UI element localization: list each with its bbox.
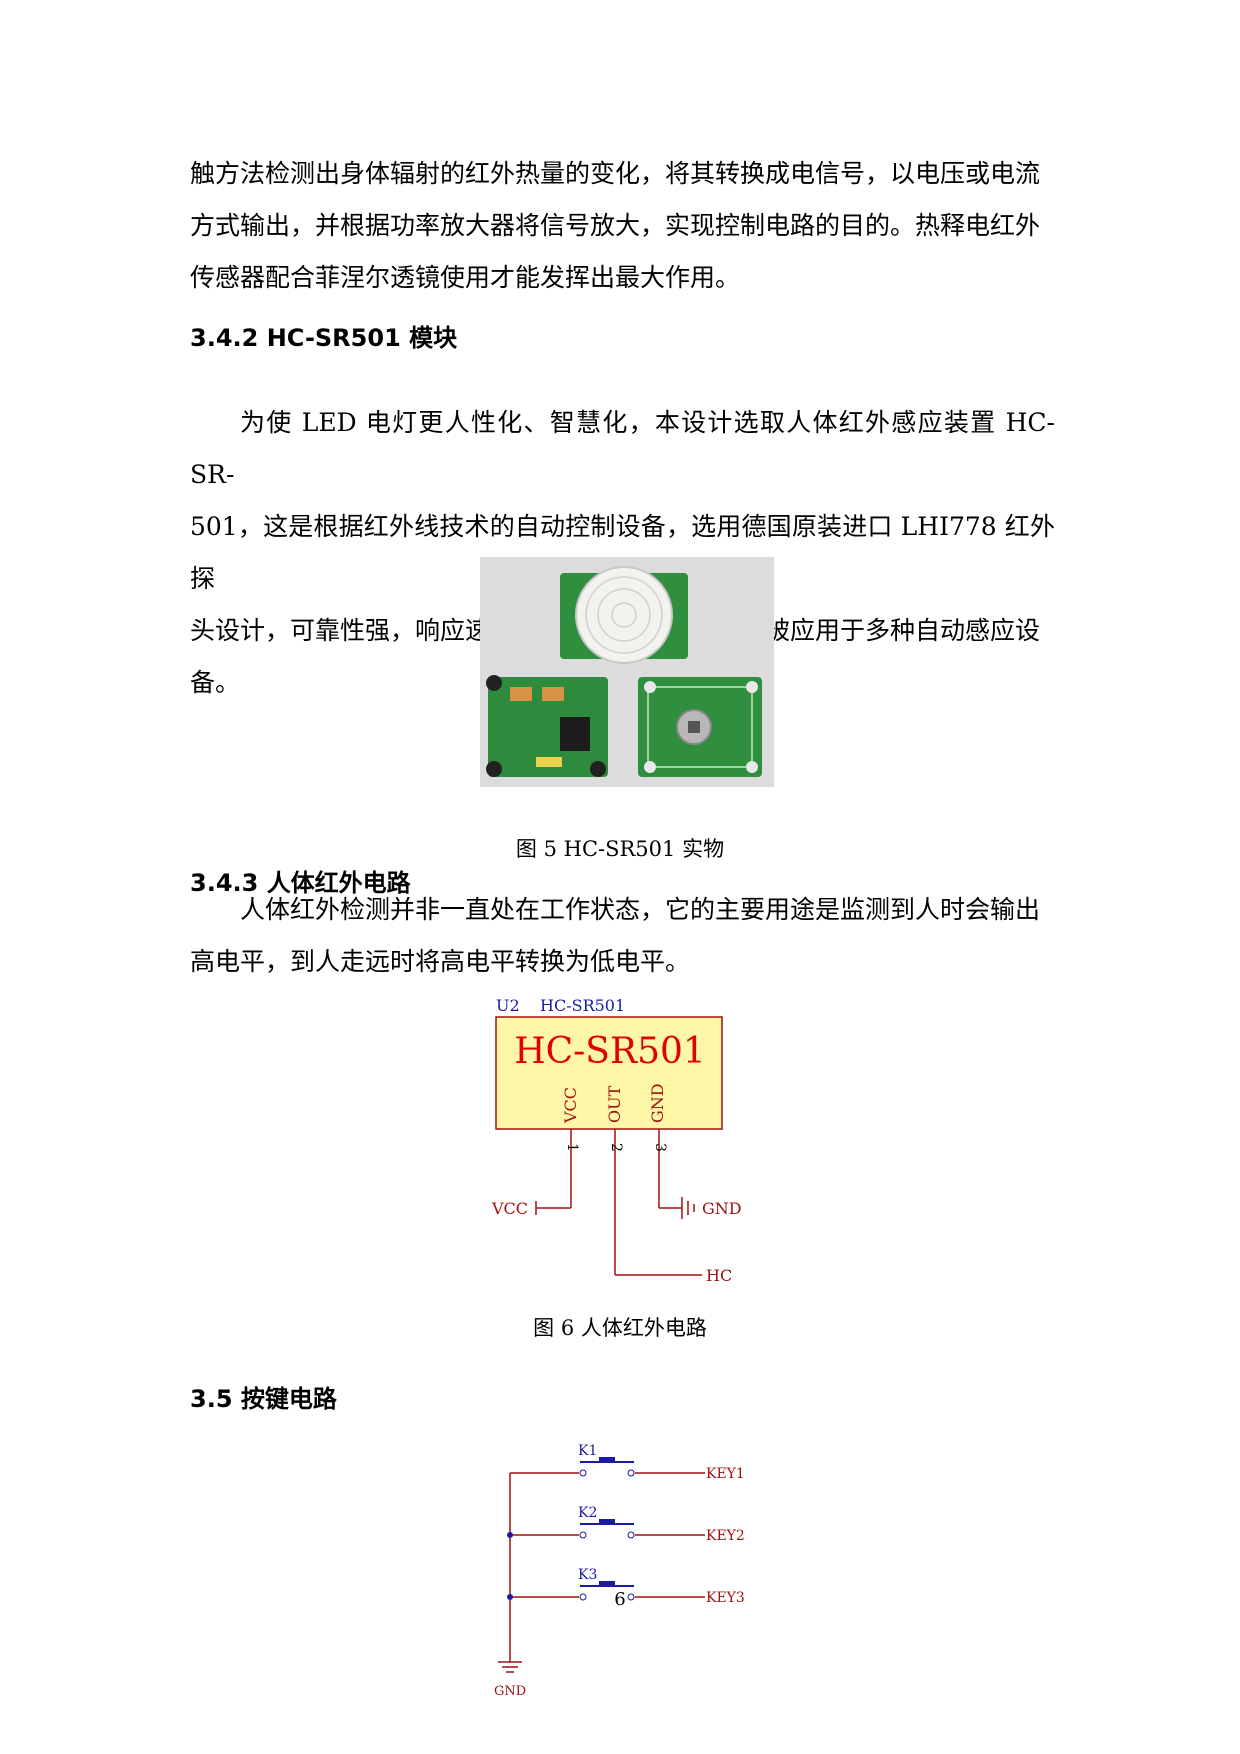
switch-k1	[579, 1457, 635, 1477]
chip-ref: U2	[496, 996, 520, 1015]
switch-ref-k1: K1	[578, 1443, 597, 1459]
hc-sr501-schematic: U2 HC-SR501 HC-SR501 VCC OUT GND 1 2 3 V…	[491, 996, 742, 1285]
net-label-key-gnd: GND	[494, 1684, 526, 1699]
text-line: 人体红外检测并非一直处在工作状态，它的主要用途是监测到人时会输出	[240, 895, 1041, 924]
text-line: 501，这是根据红外线技术的自动控制设备，选用德国原装进口 LHI778 红外探	[190, 512, 1055, 593]
heading-3-5: 3.5 按键电路	[190, 1385, 337, 1413]
chip-part: HC-SR501	[540, 996, 625, 1015]
chip-label: HC-SR501	[514, 1031, 706, 1072]
switch-k3	[579, 1581, 635, 1601]
switch-k2	[579, 1519, 635, 1539]
pcb-board-components	[488, 677, 608, 777]
paragraph-ir-circuit: 人体红外检测并非一直处在工作状态，它的主要用途是监测到人时会输出 高电平，到人走…	[190, 884, 1055, 988]
key-circuit-schematic: K1 K2 K3 KEY1 KEY2 KEY3 GND	[494, 1443, 745, 1699]
hc-sr501-photo	[480, 557, 774, 787]
page-number: 6	[614, 1589, 626, 1610]
text-line: 触方法检测出身体辐射的红外热量的变化，将其转换成电信号，以电压或电流	[190, 159, 1041, 188]
figure-5-caption: 图 5 HC-SR501 实物	[515, 837, 725, 861]
pin-number-2: 2	[608, 1143, 624, 1152]
pin-label-gnd: GND	[648, 1083, 667, 1123]
pin-label-out: OUT	[605, 1085, 624, 1123]
switch-ref-k2: K2	[578, 1505, 597, 1521]
net-label-gnd: GND	[702, 1199, 742, 1218]
net-label-key1: KEY1	[706, 1466, 745, 1482]
heading-3-4-3: 3.4.3 人体红外电路	[190, 869, 411, 897]
text-line: 高电平，到人走远时将高电平转换为低电平。	[190, 947, 691, 976]
net-label-key2: KEY2	[706, 1528, 745, 1544]
net-label-hc: HC	[706, 1266, 732, 1285]
paragraph-intro: 触方法检测出身体辐射的红外热量的变化，将其转换成电信号，以电压或电流 方式输出，…	[190, 148, 1055, 304]
net-label-key3: KEY3	[706, 1590, 745, 1606]
pin-label-vcc: VCC	[561, 1087, 580, 1124]
text-line: 备。	[190, 668, 241, 697]
net-label-vcc: VCC	[491, 1199, 528, 1218]
text-line: 方式输出，并根据功率放大器将信号放大，实现控制电路的目的。热释电红外	[190, 211, 1041, 240]
figure-6-caption: 图 6 人体红外电路	[533, 1316, 707, 1340]
chip-body	[495, 1016, 723, 1130]
text-line: 为使 LED 电灯更人性化、智慧化，本设计选取人体红外感应装置 HC-SR-	[190, 408, 1055, 489]
pin-number-1: 1	[564, 1143, 580, 1152]
pin-number-3: 3	[652, 1143, 668, 1152]
text-line: 传感器配合菲涅尔透镜使用才能发挥出最大作用。	[190, 263, 741, 292]
fresnel-lens-dome	[575, 566, 673, 664]
switch-ref-k3: K3	[578, 1567, 597, 1583]
heading-3-4-2: 3.4.2 HC-SR501 模块	[190, 324, 458, 352]
